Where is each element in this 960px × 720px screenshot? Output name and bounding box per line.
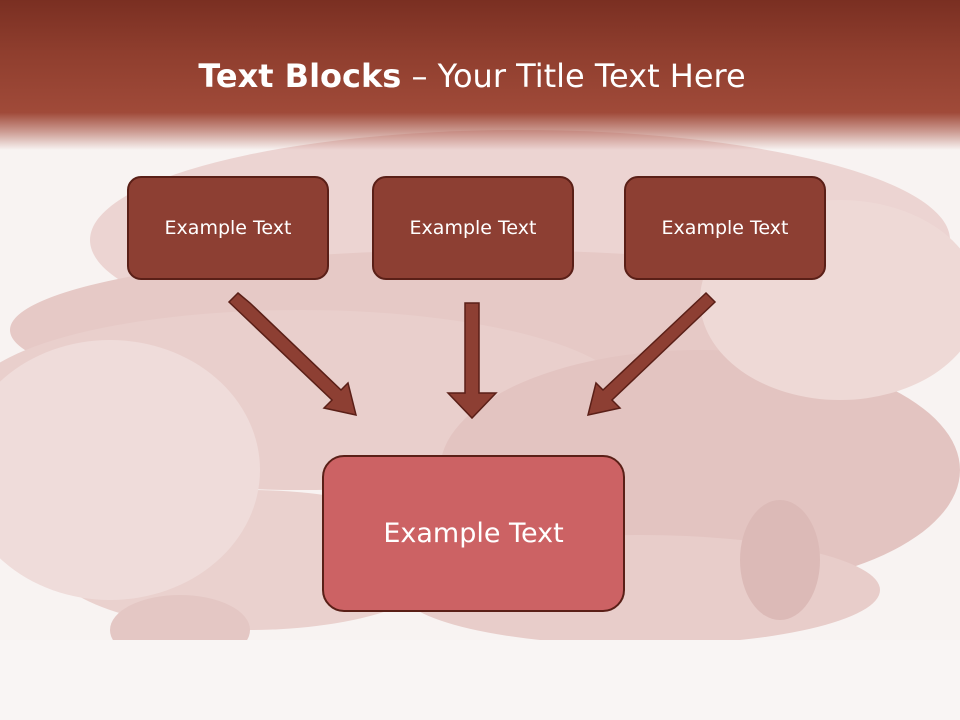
- title-bold-part: Text Blocks: [198, 57, 402, 95]
- text-block-top-middle[interactable]: Example Text: [372, 176, 574, 280]
- text-block-top-right-label: Example Text: [661, 217, 789, 239]
- title-dash: –: [401, 57, 438, 95]
- arrow-left-icon: [227, 291, 358, 416]
- title-rest: Your Title Text Here: [437, 57, 746, 95]
- text-block-top-right[interactable]: Example Text: [624, 176, 826, 280]
- slide-title[interactable]: Text Blocks – Your Title Text Here: [0, 52, 944, 100]
- arrow-right-icon: [586, 291, 717, 416]
- text-block-top-left-label: Example Text: [164, 217, 292, 239]
- text-block-bottom-center-label: Example Text: [383, 518, 564, 549]
- arrow-down-icon: [446, 302, 498, 420]
- text-block-top-middle-label: Example Text: [409, 217, 537, 239]
- text-block-bottom-center[interactable]: Example Text: [322, 455, 625, 612]
- title-band: [0, 0, 960, 150]
- text-block-top-left[interactable]: Example Text: [127, 176, 329, 280]
